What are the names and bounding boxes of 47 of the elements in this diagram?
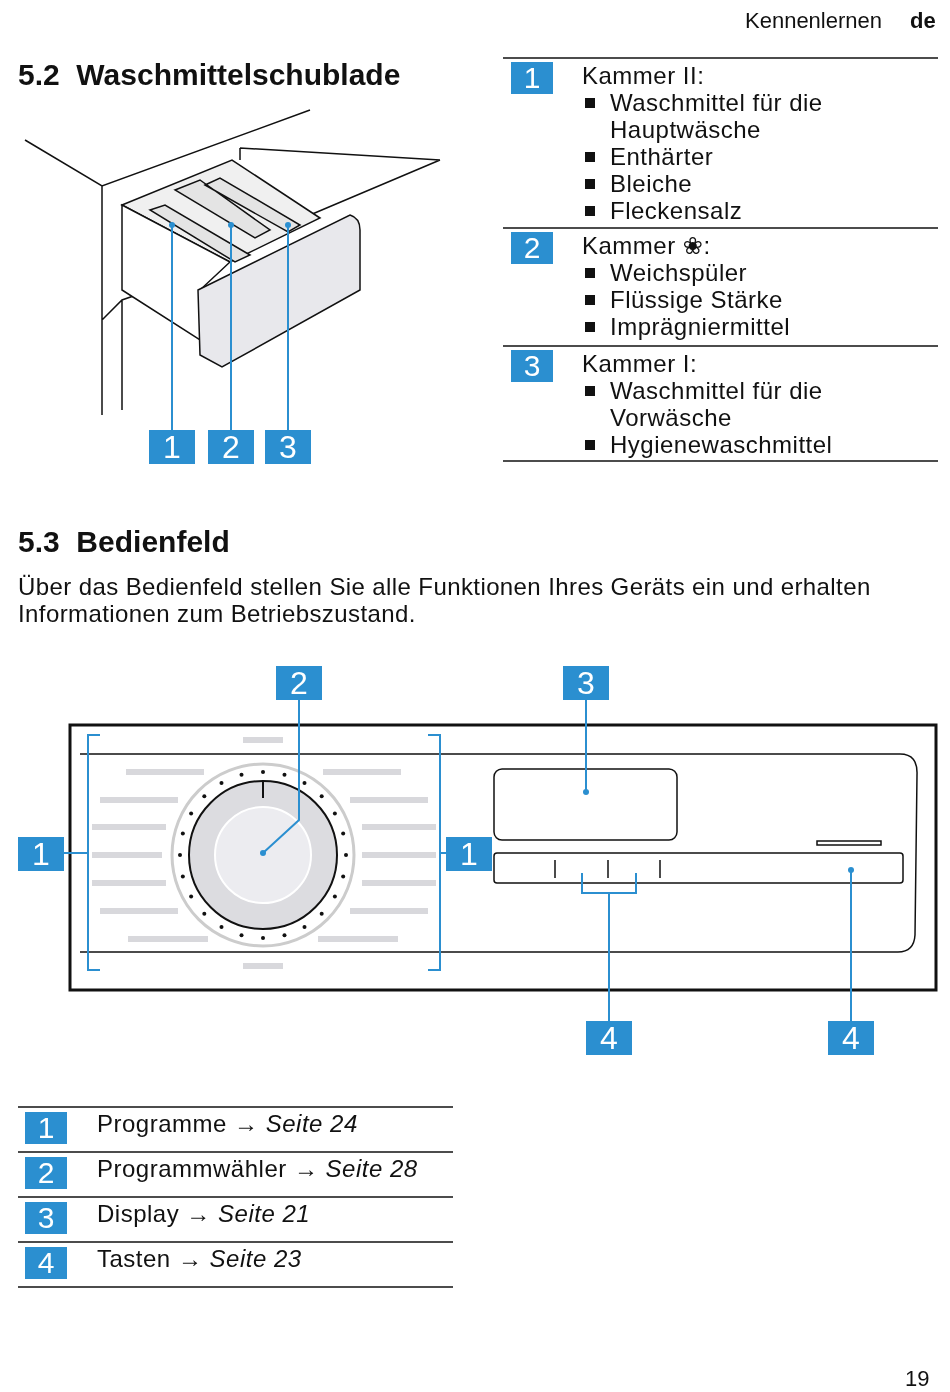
leader-line: [583, 699, 589, 795]
table-cell-text: Programme → Seite 24: [97, 1110, 359, 1137]
leader-line: [439, 852, 447, 854]
table-cell-text: Tasten → Seite 23: [97, 1245, 303, 1272]
chamber-title: Kammer ❀:: [582, 232, 712, 259]
callout-number: 4: [25, 1247, 67, 1279]
table-cell-text: Display → Seite 21: [97, 1200, 312, 1227]
callout-number: 4: [828, 1021, 874, 1055]
section-heading: 5.3 Bedienfeld: [18, 525, 230, 559]
callout-number: 2: [276, 666, 322, 700]
callout-number: 3: [563, 666, 609, 700]
leader-line: [228, 222, 234, 431]
leader-line: [608, 892, 610, 1022]
intro-paragraph: Über das Bedienfeld stellen Sie alle Funktionen Ihres Geräts ein und erhalten Informationen zum Betriebszustand.: [18, 573, 872, 627]
language-code: de: [910, 8, 936, 34]
chamber-title: Kammer II:: [582, 62, 706, 89]
list-item: Enthärter: [582, 143, 950, 170]
list-item: Waschmittel für die Vorwäsche: [582, 377, 940, 431]
callout-number: 1: [446, 837, 492, 871]
leader-line: [63, 852, 89, 854]
list-item: Waschmittel für die Hauptwäsche: [582, 89, 940, 143]
page-number: 19: [905, 1366, 930, 1392]
table-cell-text: Programmwähler → Seite 28: [97, 1155, 419, 1182]
leader-line: [285, 222, 291, 431]
section-heading: 5.2 Waschmittelschublade: [18, 58, 401, 92]
callout-number: 2: [511, 232, 553, 264]
callout-number: 3: [511, 350, 553, 382]
list-item: Weichspüler: [582, 259, 950, 286]
callout-number: 2: [208, 430, 254, 464]
leader-line: [169, 222, 175, 431]
list-item: Flüssige Stärke: [582, 286, 950, 313]
list-item: Bleiche: [582, 170, 950, 197]
callout-number: 3: [25, 1202, 67, 1234]
leader-line: [260, 699, 300, 856]
chamber-title: Kammer I:: [582, 350, 699, 377]
list-item: Hygienewaschmittel: [582, 431, 950, 458]
list-item: Imprägniermittel: [582, 313, 950, 340]
callout-number: 2: [25, 1157, 67, 1189]
callout-number: 1: [25, 1112, 67, 1144]
callout-number: 1: [18, 837, 64, 871]
callout-number: 1: [511, 62, 553, 94]
callout-number: 3: [265, 430, 311, 464]
callout-number: 1: [149, 430, 195, 464]
callout-number: 4: [586, 1021, 632, 1055]
list-item: Fleckensalz: [582, 197, 950, 224]
leader-line: [848, 867, 854, 1022]
header-text: Kennenlernen: [745, 8, 882, 34]
